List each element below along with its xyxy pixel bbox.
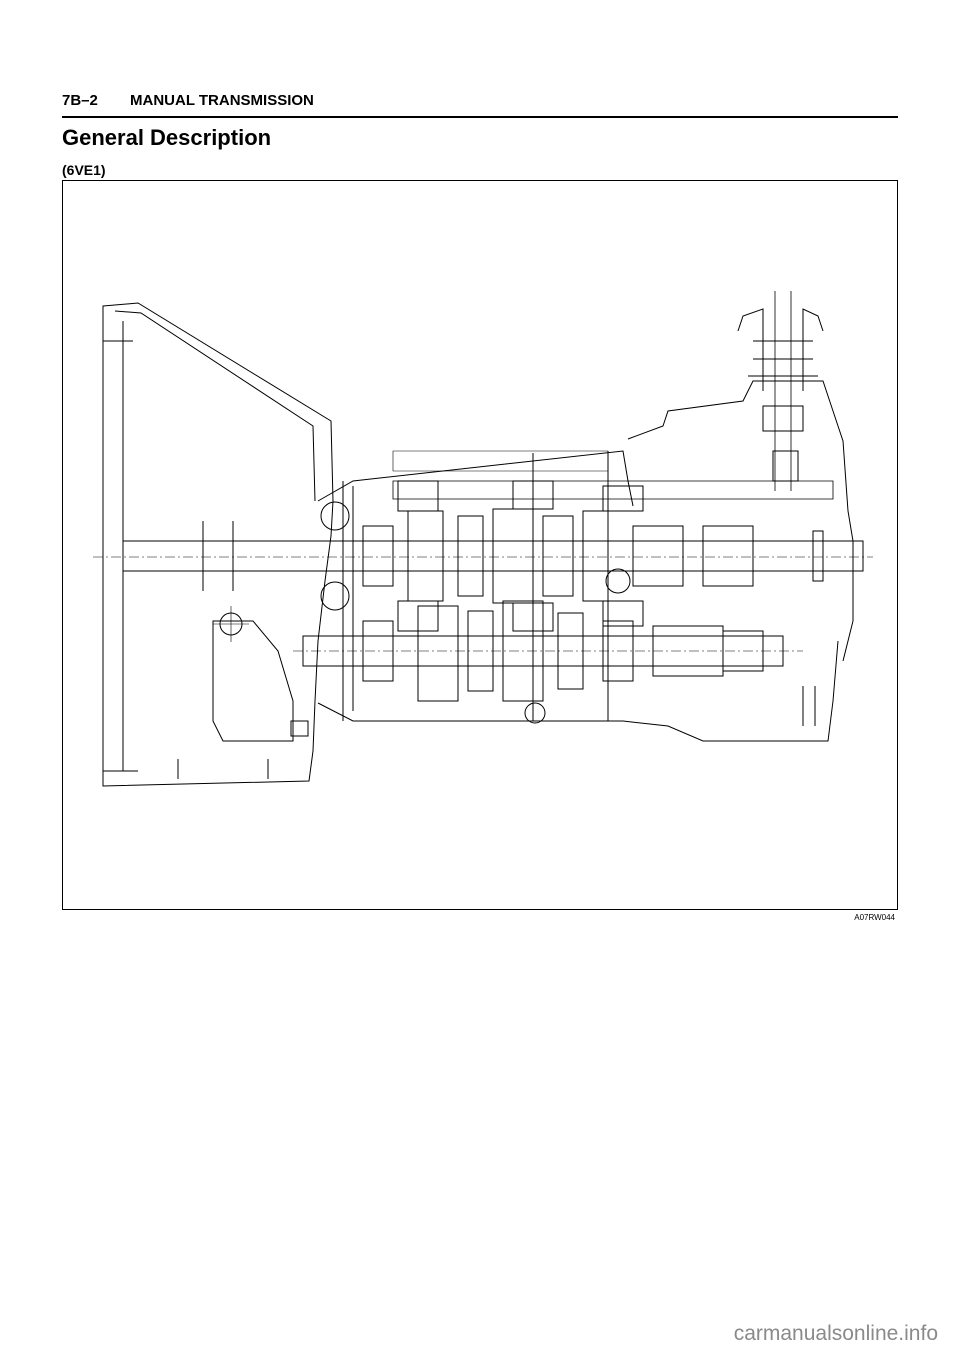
watermark: carmanualsonline.info <box>733 1322 938 1345</box>
page-number: 7B–2 <box>62 92 98 109</box>
transmission-diagram: A07RW044 <box>62 180 898 922</box>
figure-id: A07RW044 <box>854 913 895 922</box>
transmission-cross-section-drawing <box>93 291 873 787</box>
model-label: (6VE1) <box>62 162 106 178</box>
section-title: MANUAL TRANSMISSION <box>130 92 314 109</box>
page-header: 7B–2 MANUAL TRANSMISSION <box>62 92 898 118</box>
page-heading: General Description <box>62 125 272 150</box>
